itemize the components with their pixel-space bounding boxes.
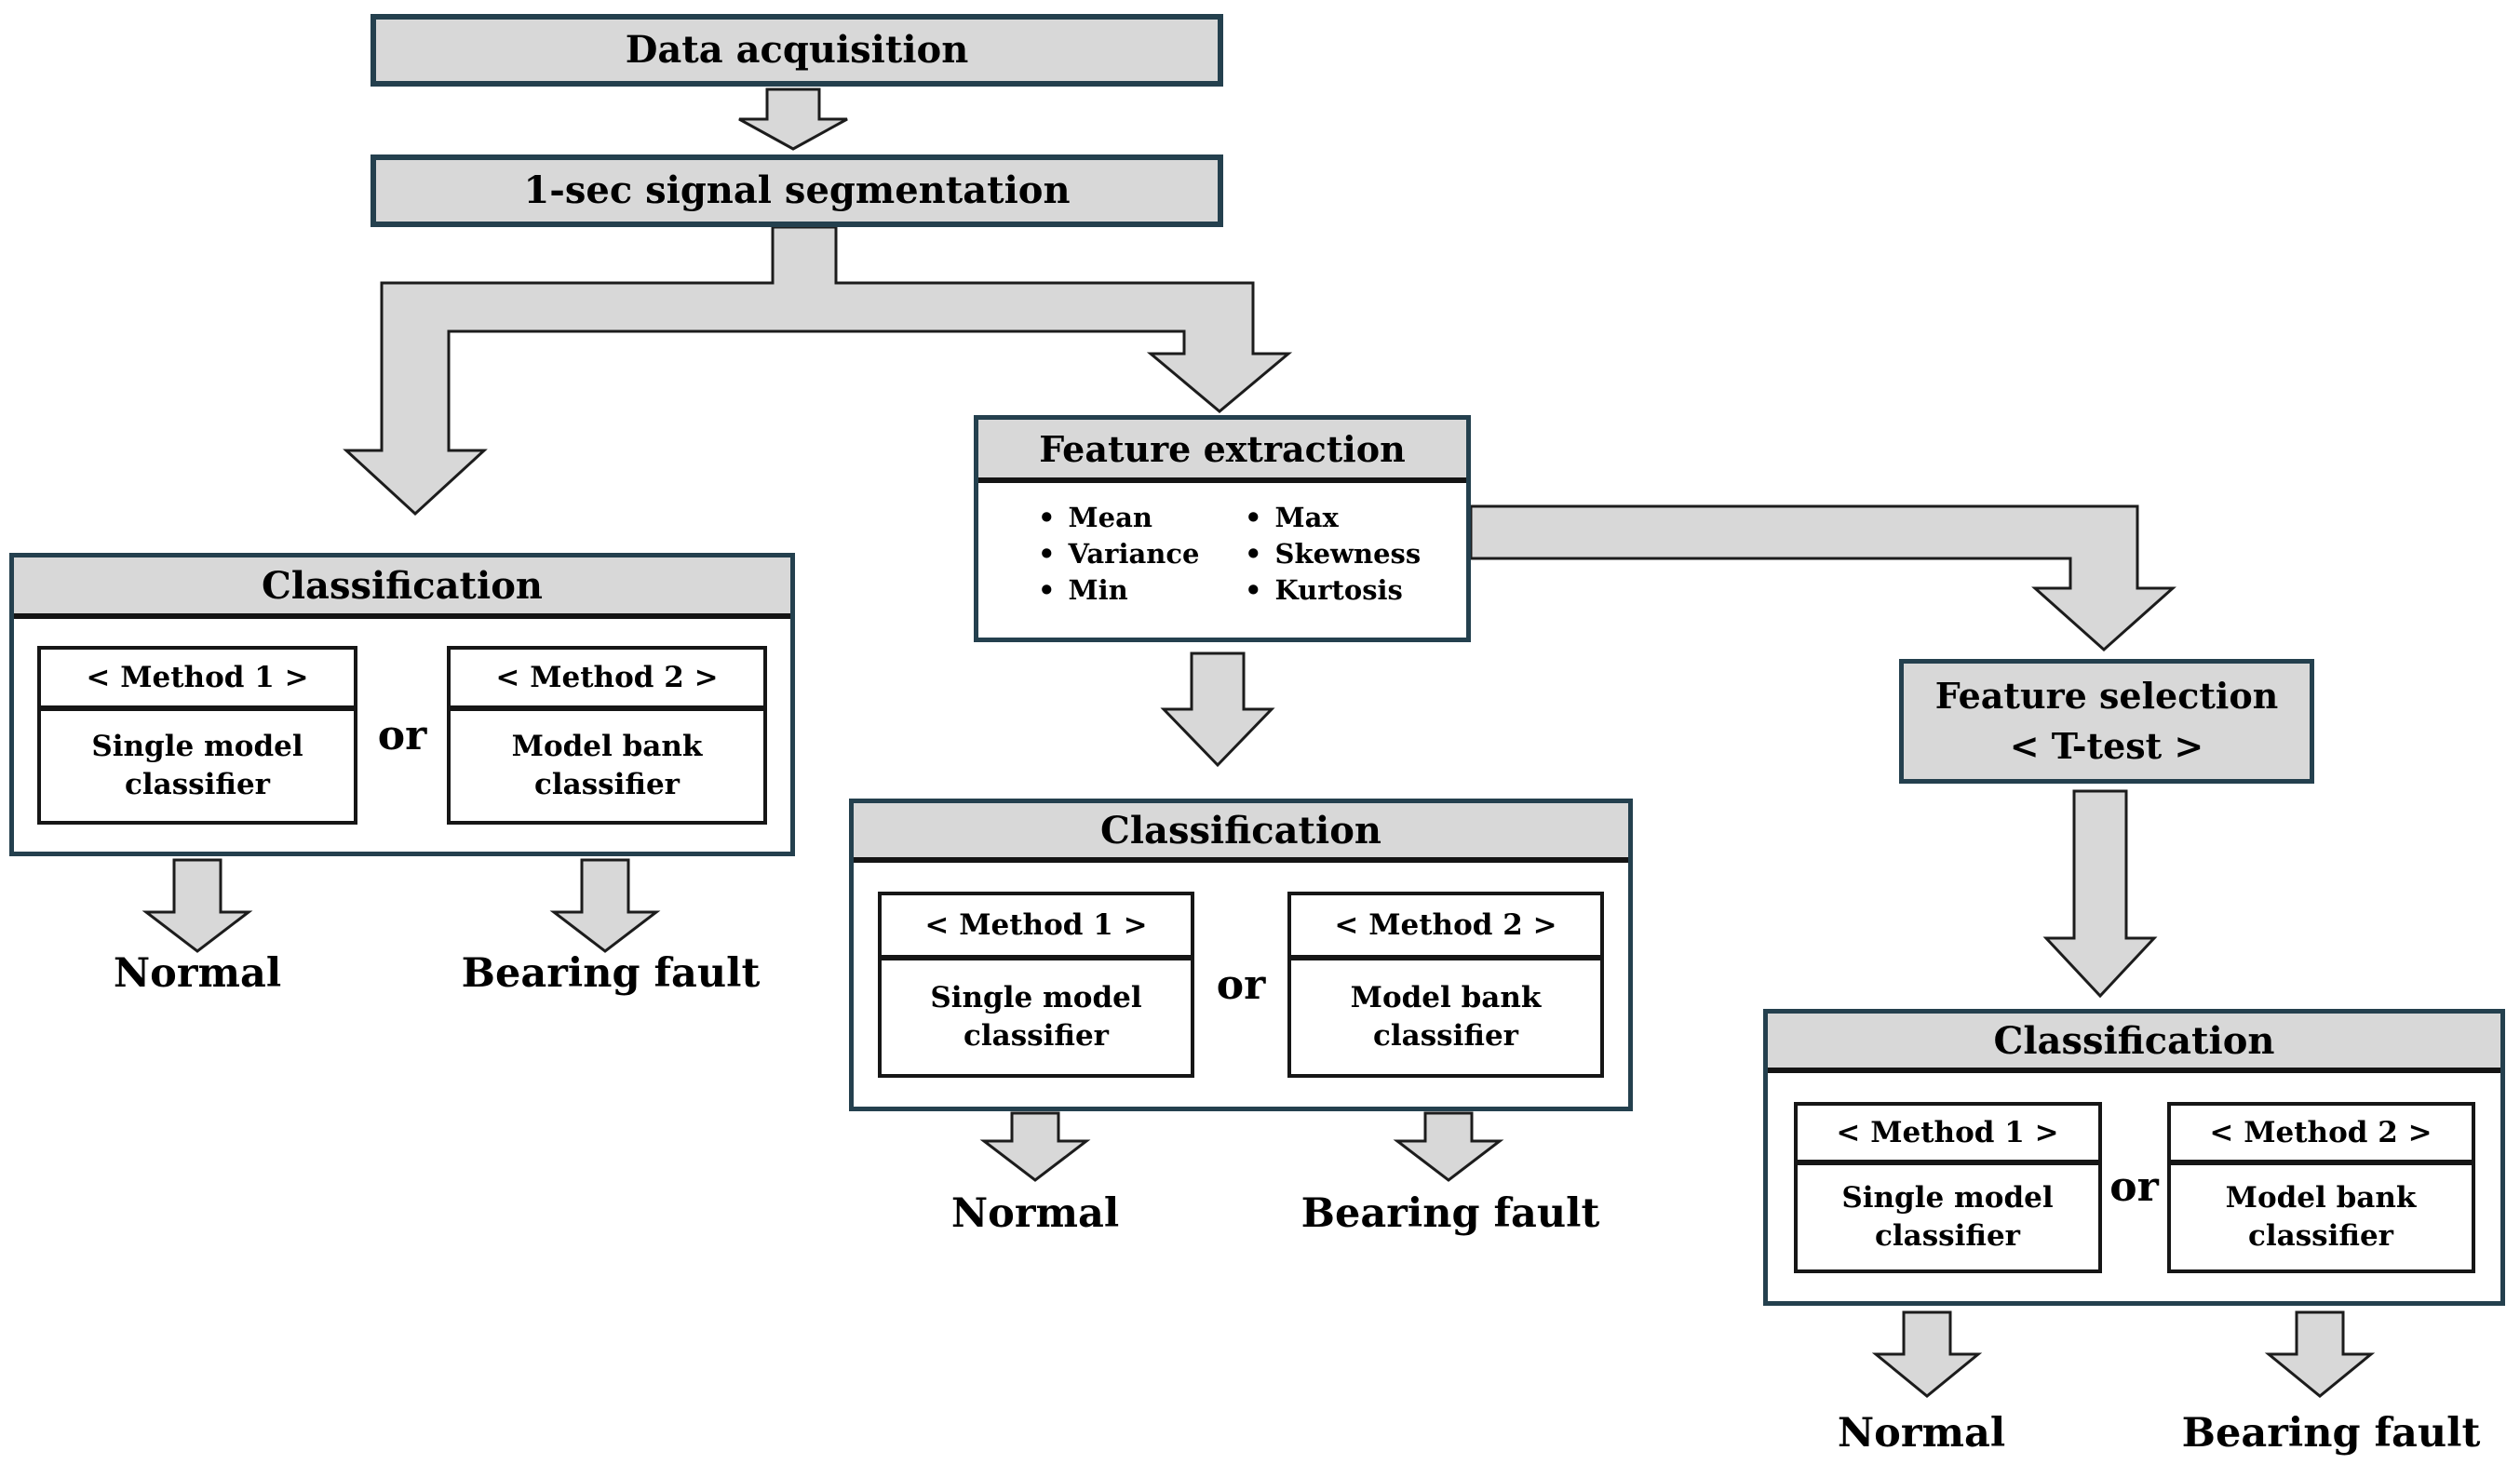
down-arrow-icon <box>979 1111 1091 1182</box>
feature-extraction-box: Feature extraction • Mean • Variance • M… <box>974 415 1471 642</box>
classification-box-right: Classification < Method 1 > Single model… <box>1763 1009 2505 1306</box>
method2-label: < Method 2 > <box>451 650 763 711</box>
method2-box: < Method 2 > Model bank classifier <box>1287 892 1604 1078</box>
classification-title: Classification <box>1768 1014 2500 1073</box>
bullet-icon: • <box>1245 574 1262 606</box>
feature-item: • Min <box>1038 572 1199 609</box>
down-arrow-icon <box>1160 651 1275 768</box>
feature-selection-title: Feature selection <box>1934 675 2279 717</box>
method1-text: Single model classifier <box>1841 1180 2054 1253</box>
down-arrow-icon <box>2042 789 2158 999</box>
feature-label: Variance <box>1068 538 1200 570</box>
data-acquisition-box: Data acquisition <box>371 14 1223 87</box>
feature-label: Skewness <box>1274 538 1422 570</box>
feature-list-left: • Mean • Variance • Min <box>1038 500 1199 609</box>
method1-box: < Method 1 > Single model classifier <box>37 646 357 825</box>
classification-title: Classification <box>854 803 1628 863</box>
feature-item: • Mean <box>1038 500 1199 536</box>
classification-box-left: Classification < Method 1 > Single model… <box>9 553 795 856</box>
bullet-icon: • <box>1038 574 1056 606</box>
outcome-fault-label: Bearing fault <box>1300 1190 1600 1237</box>
classification-body: < Method 1 > Single model classifier or … <box>14 619 790 852</box>
signal-segmentation-box: 1-sec signal segmentation <box>371 154 1223 227</box>
feature-item: • Max <box>1245 500 1421 536</box>
bullet-icon: • <box>1038 538 1056 570</box>
method2-label: < Method 2 > <box>1291 895 1600 960</box>
feature-item: • Kurtosis <box>1245 572 1421 609</box>
method1-label: < Method 1 > <box>41 650 354 711</box>
method1-label: < Method 1 > <box>882 895 1191 960</box>
classification-title: Classification <box>14 557 790 619</box>
or-label: or <box>1216 960 1266 1009</box>
feature-label: Max <box>1274 502 1339 533</box>
or-label: or <box>377 711 427 759</box>
outcome-normal-label: Normal <box>113 950 282 997</box>
elbow-connector <box>1469 504 2176 652</box>
outcome-fault-label: Bearing fault <box>2181 1410 2481 1457</box>
down-arrow-icon <box>1393 1111 1504 1182</box>
down-arrow-icon <box>2264 1310 2376 1398</box>
method1-box: < Method 1 > Single model classifier <box>878 892 1194 1078</box>
method2-text: Model bank classifier <box>1350 981 1542 1053</box>
feature-label: Mean <box>1068 502 1152 533</box>
method1-text: Single model classifier <box>930 981 1142 1053</box>
down-arrow-icon <box>1871 1310 1983 1398</box>
bullet-icon: • <box>1245 502 1262 533</box>
outcome-fault-label: Bearing fault <box>461 950 761 997</box>
bullet-icon: • <box>1038 502 1056 533</box>
down-arrow-icon <box>549 858 661 953</box>
method2-text: Model bank classifier <box>511 730 703 801</box>
feature-list-right: • Max • Skewness • Kurtosis <box>1245 500 1421 609</box>
method2-box: < Method 2 > Model bank classifier <box>2166 1101 2475 1273</box>
method1-text: Single model classifier <box>91 730 303 801</box>
method2-label: < Method 2 > <box>2170 1106 2472 1165</box>
feature-selection-box: Feature selection < T-test > <box>1899 659 2314 784</box>
branch-connector <box>343 225 1293 517</box>
feature-selection-subtitle: < T-test > <box>2009 725 2204 767</box>
bullet-icon: • <box>1245 538 1262 570</box>
method1-label: < Method 1 > <box>1797 1106 2098 1165</box>
classification-box-middle: Classification < Method 1 > Single model… <box>849 799 1633 1111</box>
feature-label: Min <box>1068 574 1128 606</box>
method1-box: < Method 1 > Single model classifier <box>1793 1101 2102 1273</box>
feature-extraction-body: • Mean • Variance • Min • Max • <box>978 483 1466 638</box>
classification-body: < Method 1 > Single model classifier or … <box>1768 1073 2500 1301</box>
down-arrow-icon <box>738 87 848 151</box>
feature-extraction-title: Feature extraction <box>978 420 1466 483</box>
classification-body: < Method 1 > Single model classifier or … <box>854 863 1628 1107</box>
feature-label: Kurtosis <box>1274 574 1403 606</box>
feature-item: • Variance <box>1038 536 1199 572</box>
method2-box: < Method 2 > Model bank classifier <box>447 646 767 825</box>
or-label: or <box>2109 1163 2159 1211</box>
method2-text: Model bank classifier <box>2225 1180 2417 1253</box>
outcome-normal-label: Normal <box>1837 1410 2006 1457</box>
down-arrow-icon <box>141 858 253 953</box>
feature-item: • Skewness <box>1245 536 1421 572</box>
outcome-normal-label: Normal <box>950 1190 1120 1237</box>
